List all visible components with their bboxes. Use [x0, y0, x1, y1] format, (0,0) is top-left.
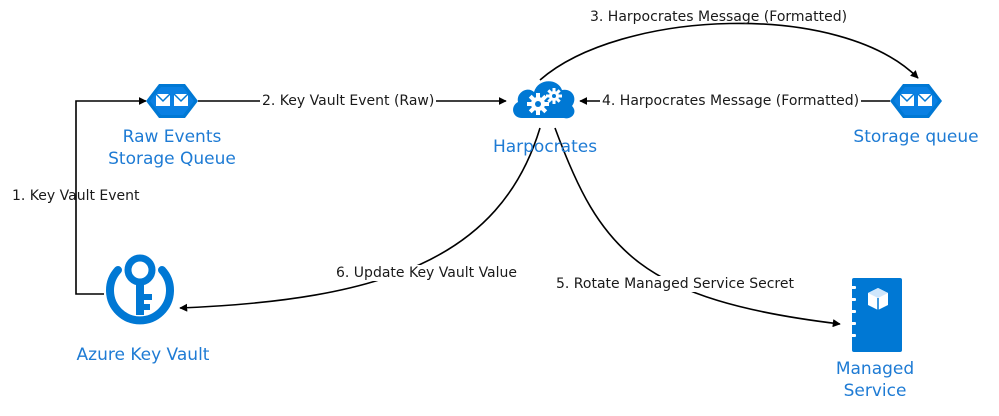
edge-1-label: 1. Key Vault Event: [12, 188, 140, 204]
managed-service-title-line1: Managed: [835, 359, 915, 379]
raw-events-queue-title-line2: Storage Queue: [108, 149, 236, 169]
raw-events-queue-title-line1: Raw Events: [122, 127, 222, 147]
edge-6-line: [179, 127, 541, 312]
storage-queue-icon: [890, 84, 942, 118]
edge-3-line: [539, 22, 919, 81]
key-vault-title: Azure Key Vault: [76, 345, 210, 365]
harpocrates-title: Harpocrates: [492, 137, 598, 157]
harpocrates-cloud-gears-icon: [508, 72, 580, 128]
edge-1-line: [75, 97, 147, 295]
edge-2-label: 2. Key Vault Event (Raw): [260, 93, 437, 109]
raw-events-queue-icon: [146, 84, 198, 118]
storage-queue-title: Storage queue: [853, 127, 979, 147]
managed-service-title-line2: Service: [843, 381, 907, 401]
edge-5-label: 5. Rotate Managed Service Secret: [554, 276, 796, 292]
managed-service-title: Managed Service: [806, 358, 944, 402]
edge-3-label: 3. Harpocrates Message (Formatted): [590, 9, 848, 25]
edge-5-line: [554, 127, 841, 328]
raw-events-queue-title: Raw Events Storage Queue: [100, 126, 244, 170]
edge-6-label: 6. Update Key Vault Value: [334, 265, 520, 281]
managed-service-notebook-icon: [846, 278, 904, 352]
edge-4-label: 4. Harpocrates Message (Formatted): [600, 93, 862, 109]
key-vault-icon: [104, 254, 176, 328]
